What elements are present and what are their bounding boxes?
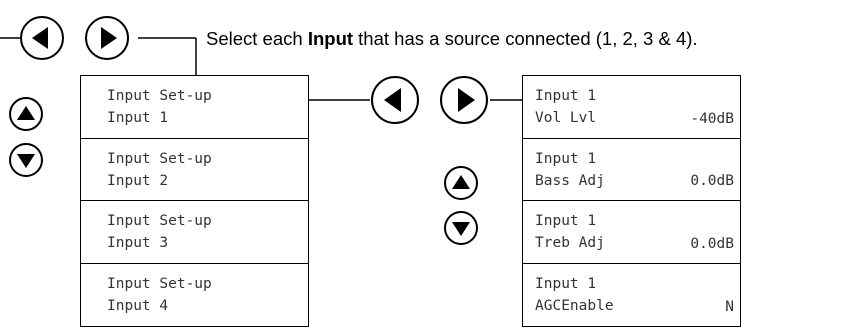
input-parameter-screens: Input 1 Vol Lvl -40dB Input 1 Bass Adj 0… xyxy=(522,75,741,327)
lcd-line-2: Input 4 xyxy=(107,297,169,314)
lcd-screen: Input Set-up Input 4 xyxy=(81,264,308,327)
lcd-line-1: Input Set-up xyxy=(107,150,212,167)
left-arrow-icon xyxy=(32,27,48,49)
lcd-value: 0.0dB xyxy=(690,173,734,189)
down-arrow-icon xyxy=(17,154,35,168)
right-arrow-icon xyxy=(101,27,117,49)
left-arrow-button[interactable] xyxy=(371,76,419,124)
lcd-screen: Input Set-up Input 2 xyxy=(81,139,308,201)
right-arrow-button[interactable] xyxy=(440,76,488,124)
caption-text: Select each xyxy=(206,28,308,49)
lcd-line-1: Input Set-up xyxy=(107,88,212,104)
down-arrow-button[interactable] xyxy=(444,211,478,245)
lcd-line-1: Input 1 xyxy=(535,275,597,292)
lcd-line-2: Input 2 xyxy=(107,172,169,189)
lcd-line-2: Input 3 xyxy=(107,235,169,251)
input-setup-screens: Input Set-up Input 1 Input Set-up Input … xyxy=(80,75,309,327)
lcd-screen: Input Set-up Input 3 xyxy=(81,201,308,264)
lcd-line-2: AGCEnable xyxy=(535,297,614,314)
left-arrow-icon xyxy=(384,88,401,112)
lcd-screen: Input 1 Treb Adj 0.0dB xyxy=(523,201,740,264)
lcd-value: -40dB xyxy=(690,110,734,127)
lcd-line-1: Input 1 xyxy=(535,88,597,104)
lcd-line-1: Input Set-up xyxy=(107,275,212,292)
lcd-line-2: Bass Adj xyxy=(535,172,605,189)
connector-lines xyxy=(0,37,522,101)
left-arrow-button[interactable] xyxy=(20,16,64,60)
right-arrow-icon xyxy=(458,88,475,112)
down-arrow-button[interactable] xyxy=(9,143,43,177)
lcd-screen: Input 1 Bass Adj 0.0dB xyxy=(523,139,740,201)
right-arrow-button[interactable] xyxy=(85,16,129,60)
up-arrow-button[interactable] xyxy=(444,166,478,200)
lcd-value: N xyxy=(725,299,734,315)
lcd-screen: Input 1 Vol Lvl -40dB xyxy=(523,76,740,139)
caption-text: that has a source connected (1, 2, 3 & 4… xyxy=(353,28,698,49)
lcd-screen: Input Set-up Input 1 xyxy=(81,76,308,139)
instruction-caption: Select each Input that has a source conn… xyxy=(206,28,846,50)
up-arrow-icon xyxy=(17,106,35,120)
lcd-line-1: Input 1 xyxy=(535,150,597,167)
lcd-line-1: Input 1 xyxy=(535,213,597,229)
down-arrow-icon xyxy=(452,222,470,236)
lcd-line-2: Treb Adj xyxy=(535,235,605,251)
caption-emphasis: Input xyxy=(307,28,354,49)
lcd-line-2: Vol Lvl xyxy=(535,110,597,126)
lcd-line-2: Input 1 xyxy=(107,110,169,126)
up-arrow-button[interactable] xyxy=(9,97,43,131)
lcd-value: 0.0dB xyxy=(690,235,734,252)
up-arrow-icon xyxy=(452,175,470,189)
lcd-line-1: Input Set-up xyxy=(107,213,212,229)
lcd-screen: Input 1 AGCEnable N xyxy=(523,264,740,327)
